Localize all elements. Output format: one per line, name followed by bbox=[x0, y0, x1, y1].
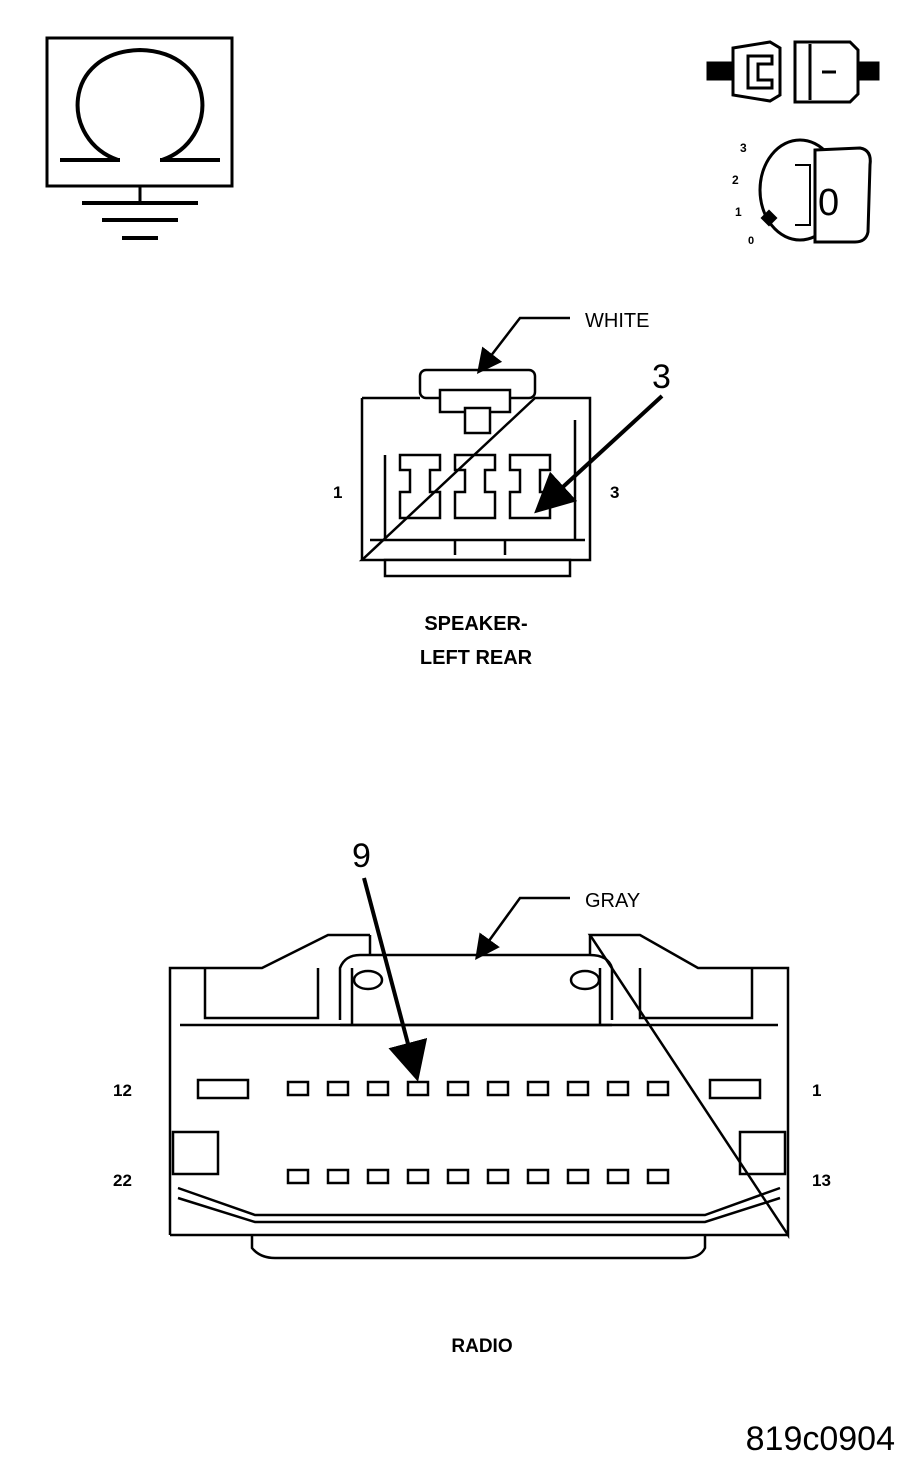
radio-pin-cavity bbox=[526, 1168, 550, 1185]
radio-pin-cavity bbox=[526, 1080, 550, 1097]
radio-pin-cavity bbox=[646, 1168, 670, 1185]
speaker-color-label: WHITE bbox=[585, 310, 649, 332]
radio-pin-cavity bbox=[366, 1168, 390, 1185]
speaker-title-line2: LEFT REAR bbox=[420, 647, 533, 669]
radio-pin-cavity bbox=[326, 1168, 350, 1185]
ohmmeter-icon bbox=[45, 36, 234, 240]
radio-pin-cavity bbox=[606, 1080, 630, 1097]
radio-pin-cavity bbox=[446, 1080, 470, 1097]
radio-pin-cavity bbox=[486, 1080, 510, 1097]
ignition-key-icon: 3 2 1 0 0 bbox=[732, 138, 872, 247]
radio-pin-cavity bbox=[446, 1168, 470, 1185]
radio-pin-callout-arrow bbox=[362, 877, 428, 1082]
speaker-title-line1: SPEAKER- bbox=[424, 613, 527, 635]
speaker-right-pin: 3 bbox=[610, 483, 619, 502]
disconnected-connector-icon bbox=[706, 40, 880, 104]
white-leader-line bbox=[476, 316, 570, 374]
gray-leader-line bbox=[475, 896, 570, 961]
radio-callout-pin: 9 bbox=[352, 837, 371, 875]
speaker-connector bbox=[358, 368, 592, 578]
key-position-0: 0 bbox=[748, 235, 754, 247]
radio-pin-cavity bbox=[406, 1168, 430, 1185]
radio-color-label: GRAY bbox=[585, 890, 640, 912]
key-position-3: 3 bbox=[740, 141, 747, 155]
speaker-pin-callout-arrow bbox=[534, 394, 664, 514]
radio-connector bbox=[168, 933, 790, 1260]
speaker-callout-pin: 3 bbox=[652, 358, 671, 396]
radio-pin-cavity bbox=[486, 1168, 510, 1185]
figure-id: 819c0904 bbox=[746, 1420, 895, 1458]
radio-pin-cavity bbox=[366, 1080, 390, 1097]
key-mark: 0 bbox=[818, 182, 839, 224]
radio-pin-cavity bbox=[326, 1080, 350, 1097]
radio-pin-cavity bbox=[286, 1168, 310, 1185]
key-position-2: 2 bbox=[732, 173, 739, 187]
radio-row1-right-pin: 1 bbox=[812, 1081, 821, 1100]
radio-pin-cavity bbox=[406, 1080, 430, 1097]
key-position-1: 1 bbox=[735, 205, 742, 219]
radio-pin-cavity bbox=[286, 1080, 310, 1097]
radio-pin-cavity bbox=[646, 1080, 670, 1097]
radio-pin-cavity bbox=[566, 1080, 590, 1097]
radio-title: RADIO bbox=[451, 1336, 512, 1357]
radio-row2-left-pin: 22 bbox=[113, 1171, 132, 1190]
radio-row2-right-pin: 13 bbox=[812, 1171, 831, 1190]
radio-pin-cavity bbox=[566, 1168, 590, 1185]
radio-row1-left-pin: 12 bbox=[113, 1081, 132, 1100]
radio-pin-cavity bbox=[606, 1168, 630, 1185]
radio-pin-cavities bbox=[286, 1080, 670, 1185]
speaker-left-pin: 1 bbox=[333, 483, 342, 502]
